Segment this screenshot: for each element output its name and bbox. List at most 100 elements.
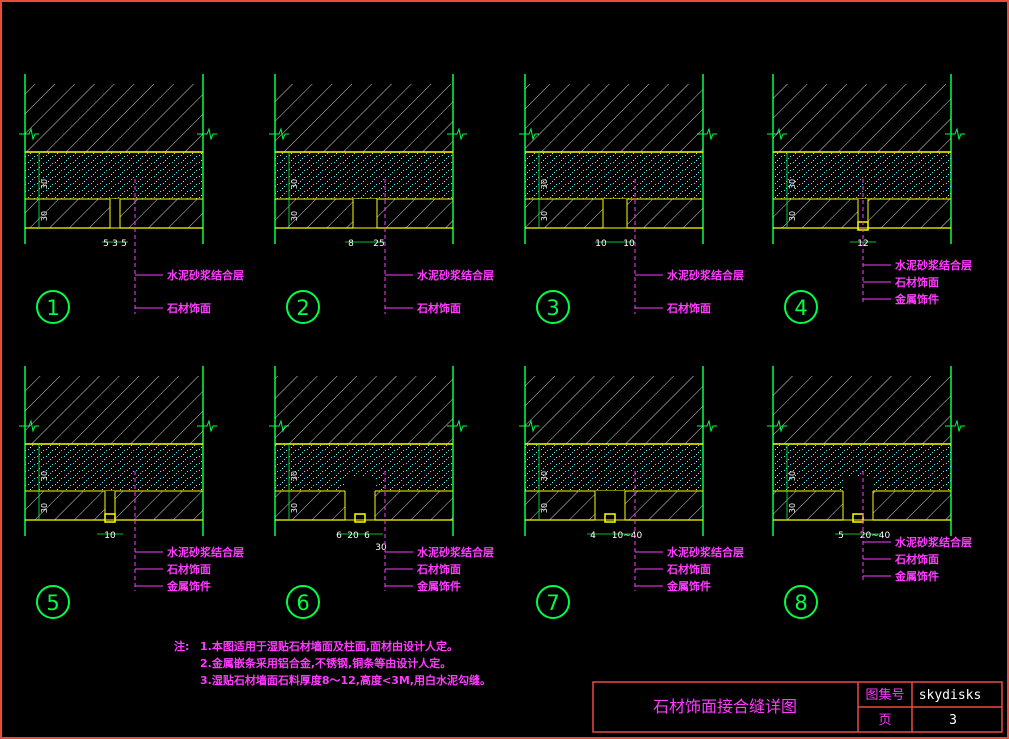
- joint-outline: [352, 199, 378, 229]
- detail-number: 3: [546, 296, 559, 320]
- dim-mortar-thickness: 30: [290, 471, 299, 481]
- callout-3: 金属饰件: [416, 579, 461, 593]
- callout-3: 金属饰件: [894, 292, 939, 306]
- callout-3: 金属饰件: [166, 579, 211, 593]
- structural-wall: [525, 84, 703, 152]
- structural-wall: [275, 376, 453, 444]
- dim-stone-thickness: 30: [290, 211, 299, 221]
- break-mark-right: [697, 127, 717, 141]
- dim-joint-3: 5: [121, 239, 127, 249]
- dim-mortar-thickness: 30: [290, 179, 299, 189]
- metal-trim: [604, 513, 616, 523]
- callout-2: 石材饰面: [894, 552, 939, 566]
- mortar-layer: [525, 444, 703, 491]
- callout-1: 水泥砂浆结合层: [417, 545, 494, 559]
- callout-3: 金属饰件: [894, 569, 939, 583]
- detail-number-circle: [286, 290, 320, 324]
- structural-wall: [525, 376, 703, 444]
- dim-joint-2: 20~40: [860, 531, 891, 541]
- mortar-layer: [25, 444, 203, 491]
- dim-joint-2: 25: [373, 239, 384, 249]
- title-block: 石材饰面接合缝详图 图集号 skydisks 页 3: [592, 681, 1003, 733]
- metal-trim: [104, 513, 116, 523]
- joint-cutout: [353, 199, 377, 229]
- dim-joint-1: 6: [336, 531, 342, 541]
- drawing-title: 石材饰面接合缝详图: [653, 697, 797, 716]
- mortar-layer: [773, 152, 951, 199]
- notes-block: 注: 1.本图适用于湿贴石材墙面及柱面,面材由设计人定。 2.金属嵌条采用铝合金…: [174, 639, 491, 687]
- dim-mortar-thickness: 30: [540, 179, 549, 189]
- dim-stone-thickness: 30: [290, 503, 299, 513]
- detail-number: 2: [296, 296, 309, 320]
- callout-2: 石材饰面: [166, 301, 211, 315]
- dim-stone-thickness: 30: [540, 211, 549, 221]
- joint-outline: [344, 491, 376, 521]
- joint-outline: [109, 199, 121, 229]
- dim-stone-thickness: 30: [788, 211, 797, 221]
- callout-2: 石材饰面: [666, 562, 711, 576]
- structural-wall: [773, 84, 951, 152]
- callout-1: 水泥砂浆结合层: [895, 535, 972, 549]
- detail-number: 7: [546, 591, 559, 615]
- break-mark-right: [697, 419, 717, 433]
- joint-outline: [602, 199, 628, 229]
- structural-wall: [25, 84, 203, 152]
- structural-wall: [773, 376, 951, 444]
- dim-joint-2: 20: [347, 531, 359, 541]
- dim-stone-thickness: 30: [40, 211, 49, 221]
- callout-1: 水泥砂浆结合层: [167, 545, 244, 559]
- callout-2: 石材饰面: [416, 562, 461, 576]
- callout-1: 水泥砂浆结合层: [417, 268, 494, 282]
- detail-number: 8: [794, 591, 807, 615]
- detail-number-circle: [36, 585, 70, 619]
- dim-stone-thickness: 30: [540, 503, 549, 513]
- break-mark-right: [447, 419, 467, 433]
- callout-2: 石材饰面: [666, 301, 711, 315]
- dim-mortar-thickness: 30: [788, 179, 797, 189]
- dim-joint-1: 5: [103, 239, 109, 249]
- detail-number: 5: [46, 591, 59, 615]
- dim-joint-4: 30: [375, 543, 387, 553]
- break-mark-right: [945, 419, 965, 433]
- page-value: 3: [949, 713, 957, 728]
- atlas-number-label: 图集号: [865, 687, 904, 703]
- joint-outline: [842, 491, 874, 521]
- notes-label: 注:: [174, 639, 189, 653]
- callout-3: 金属饰件: [666, 579, 711, 593]
- dim-joint-1: 8: [348, 239, 354, 249]
- break-mark-right: [197, 127, 217, 141]
- callout-1: 水泥砂浆结合层: [167, 268, 244, 282]
- mortar-layer: [275, 152, 453, 199]
- joint-cutout: [603, 199, 627, 229]
- detail-number-circle: [36, 290, 70, 324]
- joint-cutout: [110, 199, 120, 229]
- joint-outline: [104, 491, 116, 521]
- callout-1: 水泥砂浆结合层: [667, 268, 744, 282]
- mortar-layer: [25, 152, 203, 199]
- joint-cutout: [105, 491, 115, 521]
- atlas-number-value: skydisks: [919, 688, 982, 703]
- note-line-1: 1.本图适用于湿贴石材墙面及柱面,面材由设计人定。: [200, 639, 458, 653]
- break-mark-right: [447, 127, 467, 141]
- detail-number: 1: [46, 296, 59, 320]
- callout-1: 水泥砂浆结合层: [667, 545, 744, 559]
- dim-mortar-thickness: 30: [540, 471, 549, 481]
- callout-2: 石材饰面: [416, 301, 461, 315]
- detail-number: 6: [296, 591, 309, 615]
- detail-number-circle: [784, 585, 818, 619]
- dim-mortar-thickness: 30: [40, 471, 49, 481]
- joint-cutout: [595, 491, 625, 521]
- break-mark-right: [945, 127, 965, 141]
- dim-joint-2: 10~40: [612, 531, 643, 541]
- page-label: 页: [878, 713, 891, 728]
- dim-joint-1: 10: [104, 531, 116, 541]
- callout-1: 水泥砂浆结合层: [895, 258, 972, 272]
